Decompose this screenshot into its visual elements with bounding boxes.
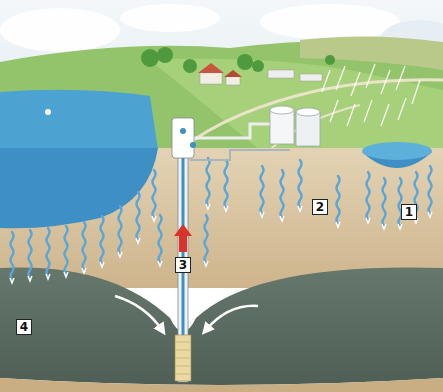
callout-number: 2 [312,199,328,215]
callout-number: 4 [16,319,32,335]
callout-number: 1 [401,204,417,220]
callout-number: 3 [175,257,191,273]
